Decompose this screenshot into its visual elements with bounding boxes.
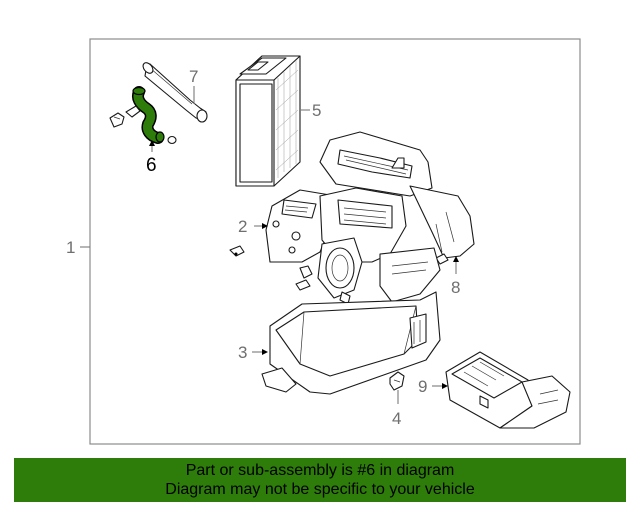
- hose-clamp: [109, 105, 177, 145]
- heater-core-part-5: [235, 55, 301, 187]
- heater-case-part-8: [319, 131, 475, 265]
- banner-line-1: Part or sub-assembly is #6 in diagram: [185, 462, 455, 479]
- callout-2: 2: [238, 217, 247, 236]
- heater-unit-main: [229, 187, 441, 305]
- heater-hose-part-6[interactable]: [132, 86, 165, 144]
- callout-1: 1: [66, 238, 75, 257]
- banner-line-2: Diagram may not be specific to your vehi…: [165, 481, 475, 498]
- callout-6: 6: [146, 155, 157, 176]
- diagram-frame: [89, 38, 581, 445]
- part-info-banner: Part or sub-assembly is #6 in diagram Di…: [14, 458, 626, 502]
- clip-part-4: [389, 371, 405, 391]
- callout-5: 5: [312, 101, 321, 120]
- callout-3: 3: [238, 343, 247, 362]
- lower-case-part-3: [261, 291, 441, 395]
- callout-9: 9: [418, 377, 427, 396]
- heater-pipe-part-7: [142, 62, 208, 123]
- filter-housing-part-9: [445, 351, 571, 429]
- callout-4: 4: [392, 409, 401, 428]
- parts-diagram: 1 6 7: [66, 38, 581, 445]
- callout-8: 8: [451, 278, 460, 297]
- callout-7: 7: [189, 67, 198, 86]
